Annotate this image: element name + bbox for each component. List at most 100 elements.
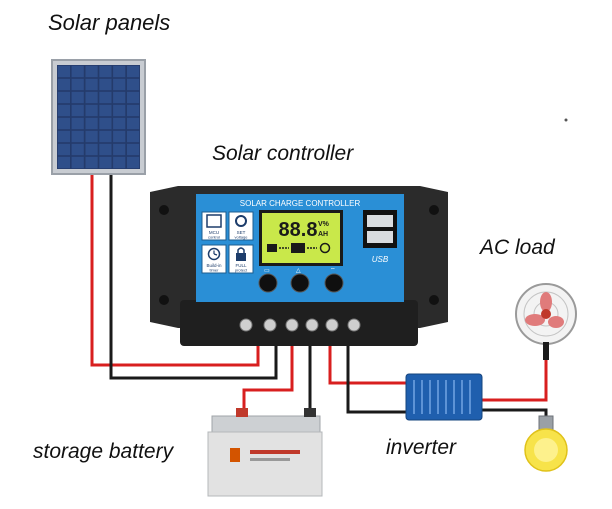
- lcd-mini-icon-2: △: [296, 268, 301, 274]
- info-protect-bottom: protect: [235, 268, 248, 273]
- inverter-fins: [413, 380, 471, 414]
- gear-icon: [235, 215, 247, 227]
- panel-cell: [71, 104, 84, 117]
- controller-button-left[interactable]: [258, 273, 278, 293]
- info-tiles: MCU control SET voltage Build-in timer F…: [201, 211, 254, 274]
- inverter-label: inverter: [386, 436, 457, 459]
- panel-cell: [99, 117, 112, 130]
- mount-hole-left: [159, 205, 169, 215]
- panel-cell: [57, 104, 70, 117]
- ac-load-label: AC load: [480, 236, 555, 259]
- solar-panels-label: Solar panels: [48, 10, 171, 35]
- storage-battery: [207, 408, 323, 497]
- panel-cell: [99, 91, 112, 104]
- panel-cell: [113, 65, 126, 78]
- panel-cell: [85, 143, 98, 156]
- controller-button-right[interactable]: [324, 273, 344, 293]
- battery-logo: [230, 448, 240, 462]
- panel-cell: [57, 156, 70, 169]
- usb-ports: USB: [363, 210, 397, 264]
- wire-inverter-positive: [328, 340, 408, 385]
- panel-cell: [99, 156, 112, 169]
- panel-cell: [57, 143, 70, 156]
- fan-blade: [540, 292, 552, 312]
- usb-label: USB: [372, 255, 389, 264]
- usb-port-1[interactable]: [367, 215, 393, 227]
- wire-panel-positive: [90, 172, 260, 367]
- panel-cell: [127, 130, 140, 143]
- lcd-display: 88.8 V% AH: [259, 210, 343, 266]
- panel-cell: [113, 91, 126, 104]
- panel-cell: [71, 65, 84, 78]
- wire-battery-positive: [242, 340, 294, 415]
- panel-cell: [127, 65, 140, 78]
- panel-cells: [57, 65, 140, 169]
- panel-cell: [85, 65, 98, 78]
- solar-controller-label: Solar controller: [212, 142, 354, 165]
- panel-cell: [85, 156, 98, 169]
- inverter: [405, 373, 483, 421]
- panel-cell: [71, 91, 84, 104]
- panel-cell: [71, 117, 84, 130]
- panel-cell: [127, 156, 140, 169]
- lcd-value: 88.8: [279, 219, 318, 241]
- panel-cell: [85, 117, 98, 130]
- panel-cell: [99, 78, 112, 91]
- wire-load-negative: [480, 408, 548, 418]
- battery-terminal-negative: [304, 408, 316, 417]
- panel-cell: [113, 117, 126, 130]
- lcd-mini-icon-1: ▭: [264, 268, 270, 274]
- panel-cell: [113, 78, 126, 91]
- panel-cell: [99, 65, 112, 78]
- panel-cell: [99, 143, 112, 156]
- panel-cell: [113, 130, 126, 143]
- panel-cell: [71, 156, 84, 169]
- panel-cell: [99, 130, 112, 143]
- lcd-unit-bottom: AH: [318, 231, 328, 238]
- controller-button-middle[interactable]: [290, 273, 310, 293]
- panel-cell: [57, 117, 70, 130]
- panel-cell: [127, 104, 140, 117]
- wire-panel-negative: [109, 172, 278, 380]
- panel-cell: [57, 91, 70, 104]
- panel-cell: [127, 117, 140, 130]
- panel-cell: [85, 78, 98, 91]
- stray-dot: [564, 118, 568, 122]
- battery-terminal-positive: [236, 408, 248, 417]
- info-set-top: SET: [237, 230, 246, 235]
- wire-load-positive: [480, 345, 548, 402]
- wires: [90, 172, 548, 418]
- panel-cell: [113, 156, 126, 169]
- info-mcu-top: MCU: [209, 230, 219, 235]
- solar-panel: [51, 59, 146, 175]
- wire-inverter-negative: [346, 340, 408, 414]
- lcd-battery-icon: [291, 243, 305, 253]
- lock-icon: [236, 253, 246, 261]
- panel-cell: [99, 104, 112, 117]
- info-set-bottom: voltage: [235, 235, 249, 240]
- lcd-panel-icon: [267, 244, 277, 252]
- panel-cell: [85, 104, 98, 117]
- panel-cell: [57, 65, 70, 78]
- info-mcu-bottom: control: [208, 235, 220, 240]
- panel-cell: [71, 78, 84, 91]
- info-timer-top: Build-in: [206, 263, 222, 268]
- panel-cell: [71, 143, 84, 156]
- lcd-bulb-icon: [319, 242, 331, 254]
- usb-port-2[interactable]: [367, 231, 393, 243]
- panel-cell: [127, 91, 140, 104]
- bulb-base: [538, 415, 554, 431]
- panel-cell: [85, 91, 98, 104]
- lcd-unit-top: V%: [318, 221, 330, 228]
- panel-cell: [113, 104, 126, 117]
- clock-icon: [207, 247, 221, 261]
- terminal-block: [180, 300, 418, 346]
- solar-controller: SOLAR CHARGE CONTROLLER MCU control SET …: [150, 186, 448, 346]
- panel-cell: [85, 130, 98, 143]
- fan-stand: [543, 342, 549, 360]
- panel-cell: [127, 78, 140, 91]
- panel-cell: [127, 143, 140, 156]
- lcd-mini-icon-3: ⌔: [330, 268, 336, 274]
- controller-title: SOLAR CHARGE CONTROLLER: [240, 199, 361, 208]
